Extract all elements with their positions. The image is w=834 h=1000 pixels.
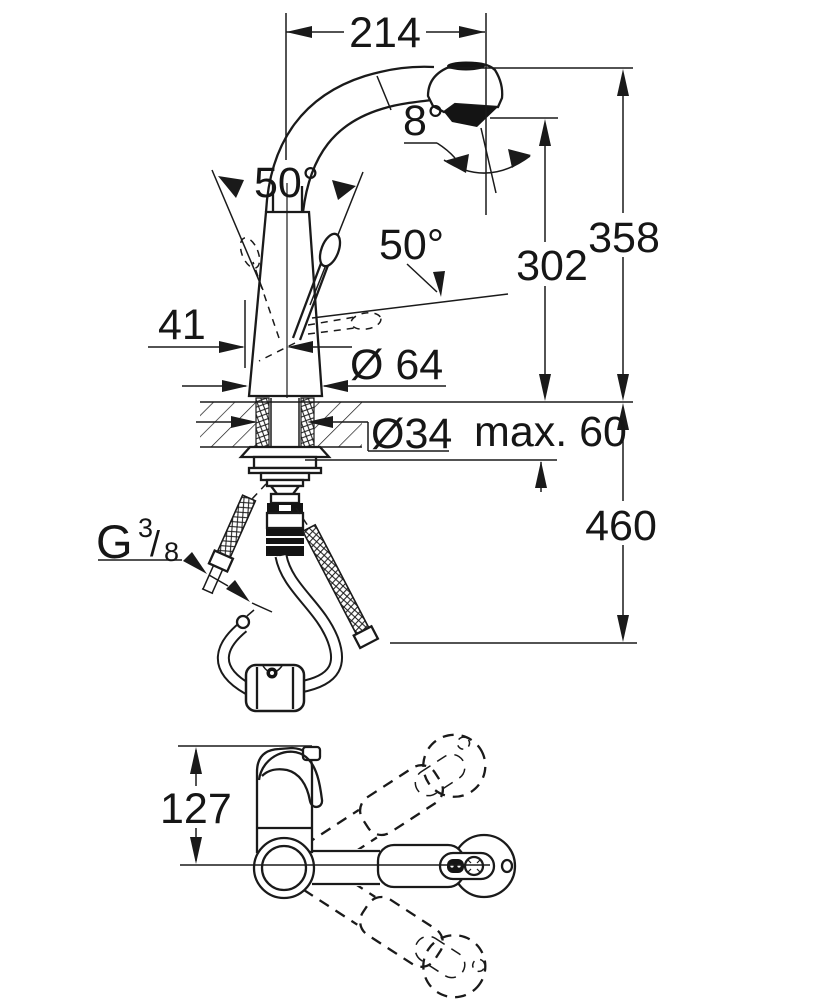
dim-base-diameter-label: Ø 64 — [350, 341, 443, 389]
supply-line-right — [301, 523, 380, 650]
dim-base-diameter — [182, 380, 446, 392]
dim-handle-swing-label: 50° — [254, 159, 319, 207]
dim-total-height — [447, 67, 657, 401]
dim-total-height-label: 358 — [588, 214, 660, 262]
dim-front-projection — [156, 745, 490, 866]
mounting-hardware — [238, 445, 332, 556]
thread-g-label: G — [96, 515, 133, 568]
thread-numerator-label: 3 — [138, 513, 153, 543]
spray-button — [447, 61, 485, 71]
dim-max-deck-thickness-label: max. 60 — [474, 408, 627, 456]
dim-spout-reach-label: 214 — [349, 9, 421, 57]
handle-top-view — [257, 750, 324, 809]
head-swivel-annotation — [404, 13, 531, 215]
dim-outlet-height — [490, 117, 582, 401]
dim-below-deck-label: 460 — [585, 502, 657, 550]
pullout-hose — [216, 554, 343, 695]
side-view-drawing — [98, 12, 657, 713]
supply-line-left — [201, 494, 257, 595]
dim-hole-diameter-label: Ø34 — [371, 410, 452, 458]
dim-handle-lift-label: 50° — [379, 221, 444, 269]
dim-max-deck-thickness — [305, 459, 557, 492]
dim-handle-offset-label: 41 — [158, 301, 206, 349]
handle-swing-annotation — [211, 169, 364, 362]
thread-slash: / — [150, 523, 160, 564]
top-view-drawing — [156, 733, 517, 999]
supply-left-leader — [251, 483, 267, 500]
spray-outlet — [444, 104, 498, 127]
handle-lift-annotation — [307, 263, 509, 335]
thread-denominator-label: 8 — [164, 537, 179, 567]
dim-head-swivel-label: 8° — [403, 97, 444, 145]
spray-head — [426, 61, 504, 114]
spray-dial — [463, 855, 485, 877]
spray-extended — [310, 833, 517, 899]
dim-outlet-height-label: 302 — [516, 242, 588, 290]
dimension-labels: 214 8° 50° 50° 302 358 41 Ø 64 Ø34 max. … — [96, 9, 660, 833]
dim-spout-reach — [285, 12, 485, 160]
thread-callout — [98, 552, 273, 613]
dim-hole-diameter — [196, 416, 449, 452]
dim-below-deck — [390, 403, 654, 644]
supply-right-leader — [295, 507, 309, 527]
dim-front-projection-label: 127 — [160, 785, 232, 833]
hose-end-fitting — [235, 614, 251, 630]
body-top-view — [252, 745, 324, 900]
hose-weight — [244, 663, 306, 713]
dim-handle-offset — [148, 300, 352, 368]
